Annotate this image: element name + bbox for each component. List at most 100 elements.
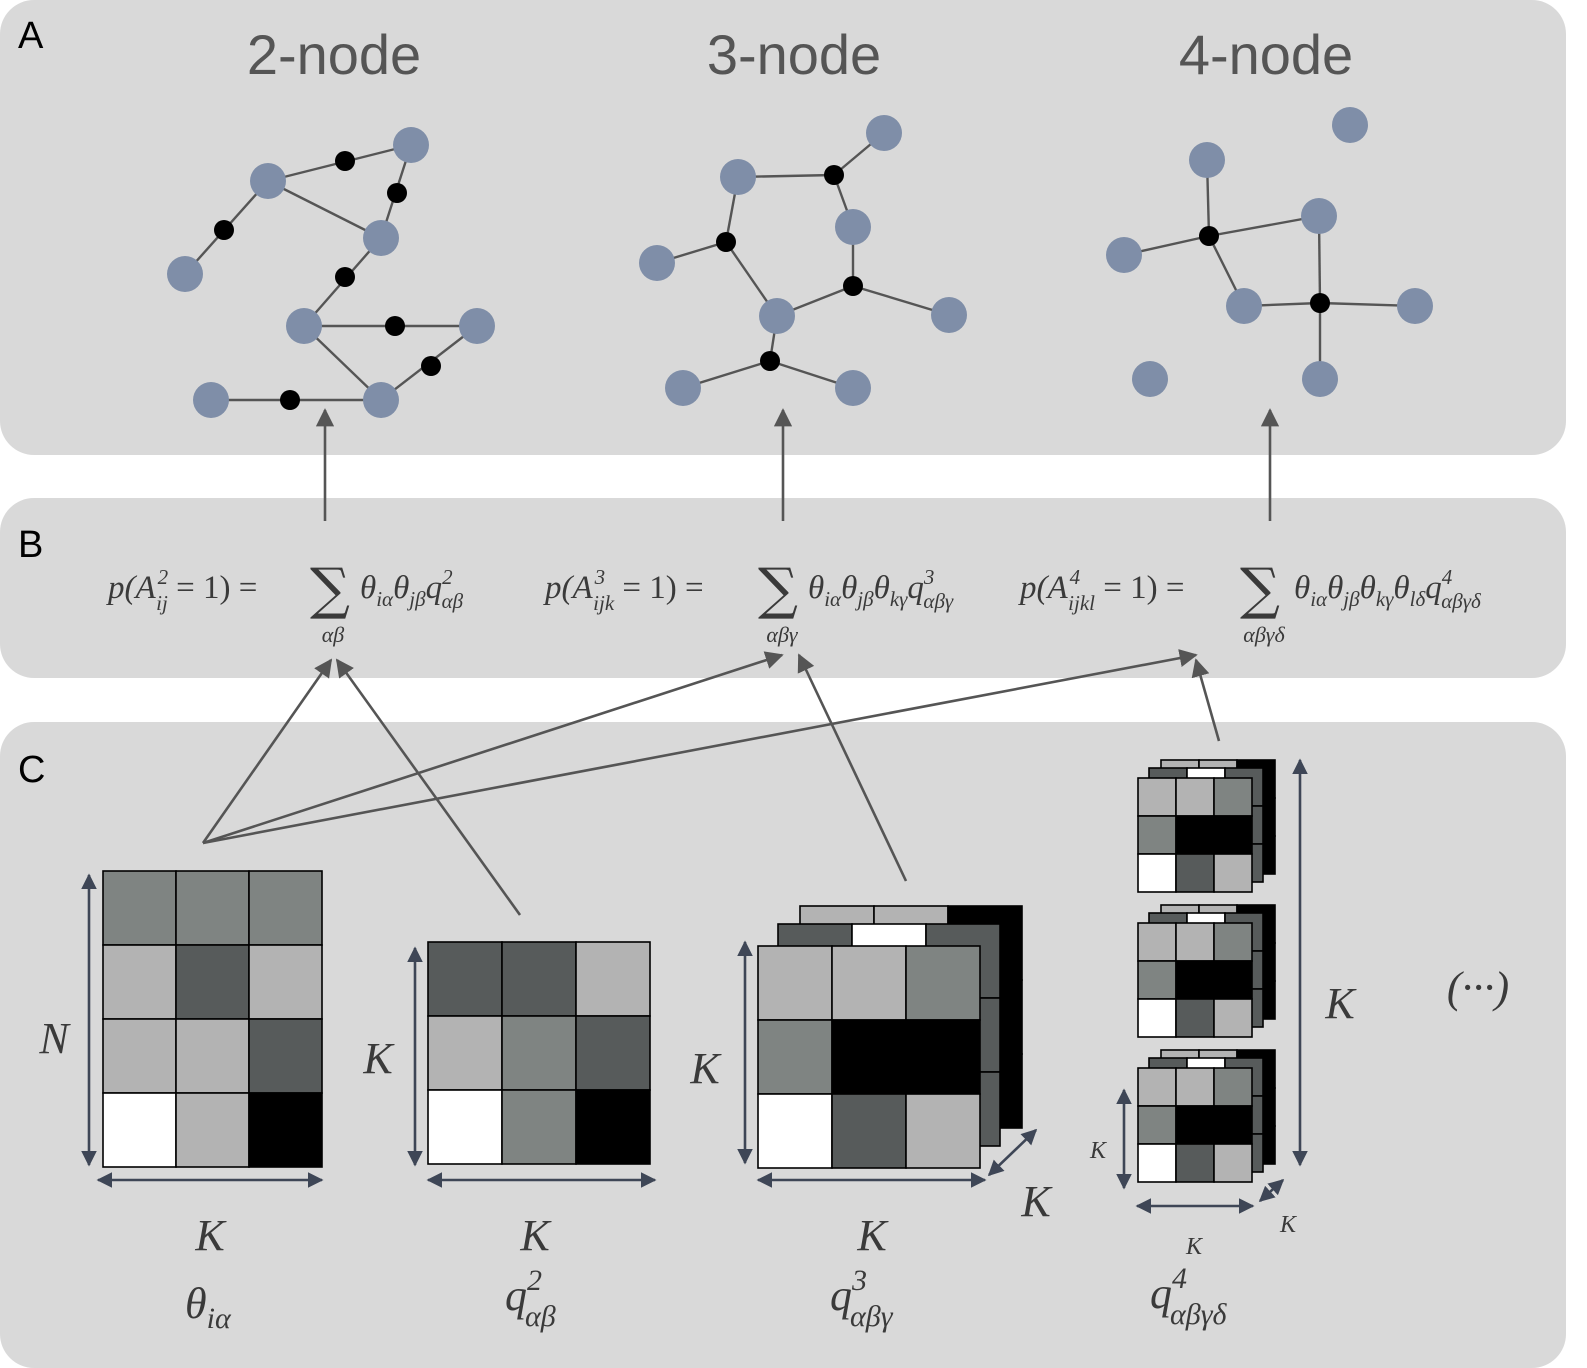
theta-cell	[248, 1092, 323, 1168]
graph-node	[931, 297, 967, 333]
theta-cell	[248, 1018, 323, 1094]
hyperedge-dot	[843, 276, 863, 296]
theta-cell	[175, 870, 250, 946]
graph-node	[1132, 361, 1168, 397]
graph-node	[193, 382, 229, 418]
graph-node	[459, 308, 495, 344]
q4-front-cell	[1137, 1067, 1177, 1107]
svg-text:∑: ∑	[758, 557, 798, 622]
q3-front-cell	[831, 1019, 907, 1095]
q4-front-cell	[1213, 815, 1253, 855]
q3-front-cell	[757, 945, 833, 1021]
arrow-q3-to-eq3	[797, 653, 908, 882]
theta-cell	[248, 870, 323, 946]
theta-rows-label: N	[38, 1014, 71, 1063]
q4-front-cell	[1213, 1143, 1253, 1183]
panel-b-label: B	[18, 524, 43, 566]
graph-node	[835, 209, 871, 245]
hyperedge-dot	[824, 165, 844, 185]
q3-front-cell	[757, 1019, 833, 1095]
q4-front-cell	[1213, 1105, 1253, 1145]
arrow-q4-to-eq4	[1191, 658, 1221, 742]
q2-cell	[427, 941, 503, 1017]
theta-matrix-label: θiα	[185, 1279, 232, 1335]
q2-cell	[575, 1015, 651, 1091]
theta-cell	[248, 944, 323, 1020]
hyperedge-dot	[335, 267, 355, 287]
graph-node	[835, 370, 871, 406]
q3-front-cell	[831, 1093, 907, 1169]
graph-node	[1397, 288, 1433, 324]
hyperedge-dot	[280, 390, 300, 410]
panel-b-background	[0, 498, 1566, 678]
q3-front-cell	[905, 1093, 981, 1169]
q4-front-cell	[1137, 1105, 1177, 1145]
hyperedge-dot	[335, 151, 355, 171]
q4-depth-label: K	[1279, 1212, 1298, 1238]
arrow-theta-to-eq2	[201, 658, 333, 844]
q4-front-cell	[1137, 922, 1177, 962]
graph-4-node	[1106, 107, 1433, 397]
q4-front-cell	[1175, 960, 1215, 1000]
panel-a-label: A	[18, 15, 44, 57]
hyperedge-dot	[716, 232, 736, 252]
theta-cell	[175, 944, 250, 1020]
hyperedge-dot	[214, 220, 234, 240]
arrow-theta-to-eq4	[202, 649, 1198, 845]
graph-node	[665, 370, 701, 406]
svg-text:∑: ∑	[310, 557, 350, 622]
q4-front-cell	[1137, 815, 1177, 855]
title-3-node: 3-node	[707, 23, 881, 86]
hyperedge-dot	[1199, 226, 1219, 246]
q2-cell	[575, 941, 651, 1017]
hyperedge-dot	[1310, 293, 1330, 313]
graph-node	[250, 163, 286, 199]
q4-front-cell	[1175, 777, 1215, 817]
theta-cell	[175, 1092, 250, 1168]
q3-rows-label: K	[689, 1044, 722, 1093]
q4-front-cell	[1213, 998, 1253, 1038]
q4-front-cell	[1175, 815, 1215, 855]
q4-front-cell	[1137, 853, 1177, 893]
theta-cell	[102, 870, 177, 946]
title-2-node: 2-node	[247, 23, 421, 86]
panel-a-background	[0, 0, 1566, 455]
q4-front-cell	[1137, 777, 1177, 817]
graph-node	[286, 308, 322, 344]
q3-front-cell	[905, 945, 981, 1021]
q4-tensor	[1137, 759, 1276, 1183]
q2-cell	[427, 1015, 503, 1091]
graph-node	[1332, 107, 1368, 143]
graph-node	[363, 382, 399, 418]
q2-cell	[501, 1015, 577, 1091]
theta-cell	[102, 1018, 177, 1094]
q4-cols-label: K	[1185, 1234, 1204, 1260]
q2-matrix	[427, 941, 651, 1165]
hyperedge-dot	[387, 183, 407, 203]
q4-front-cell	[1213, 1067, 1253, 1107]
q3-depth-dim	[987, 1128, 1038, 1177]
theta-cell	[175, 1018, 250, 1094]
ellipsis-text: (···)	[1447, 963, 1509, 1012]
q4-rows-label: K	[1089, 1138, 1108, 1164]
hyperedge-dot	[385, 316, 405, 336]
q2-cell	[501, 941, 577, 1017]
svg-text:αβγ: αβγ	[766, 622, 799, 647]
arrow-q2-to-eq2	[335, 658, 522, 916]
q2-cell	[575, 1089, 651, 1165]
graph-node	[1301, 198, 1337, 234]
q4-front-cell	[1213, 853, 1253, 893]
theta-cell	[102, 944, 177, 1020]
svg-text:αβ: αβ	[322, 622, 345, 647]
q4-front-cell	[1175, 1067, 1215, 1107]
q2-cell	[427, 1089, 503, 1165]
q4-stack-label: K	[1324, 979, 1357, 1028]
graph-3-node	[639, 115, 967, 406]
